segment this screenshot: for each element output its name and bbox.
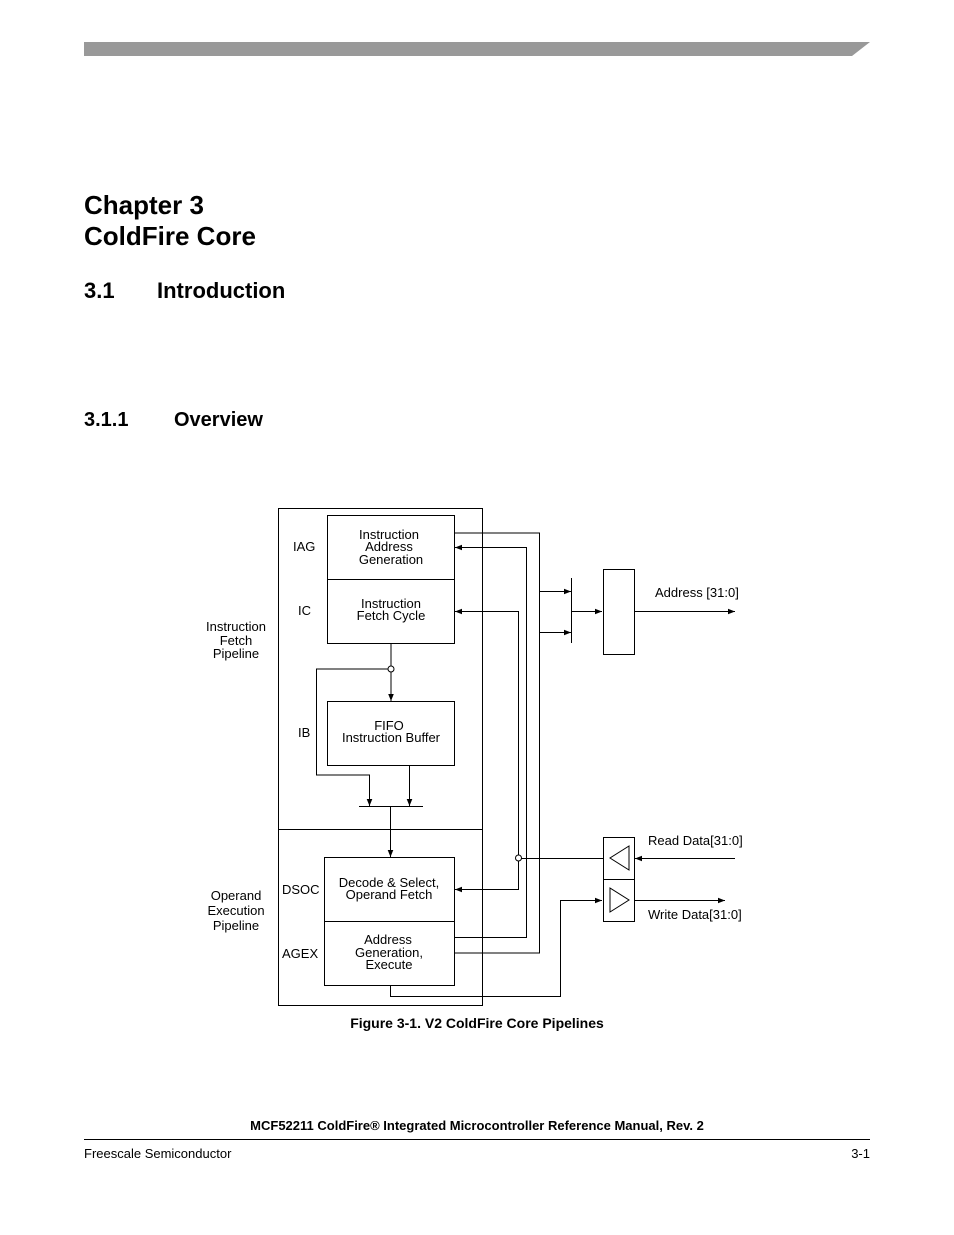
group-label-operand-3: Pipeline — [213, 918, 259, 933]
address-bus-label: Address [31:0] — [655, 585, 739, 600]
agex-block-text-3: Execute — [366, 957, 413, 972]
read-data-label: Read Data[31:0] — [648, 833, 743, 848]
write-buffer — [603, 879, 635, 922]
subsection-number: 3.1.1 — [84, 409, 129, 431]
footer-publisher: Freescale Semiconductor — [84, 1146, 232, 1161]
operand-execution-pipeline-box — [278, 829, 483, 1006]
group-label-fetch-3: Pipeline — [213, 646, 259, 661]
chapter-number: Chapter 3 — [84, 190, 204, 220]
ib-block-text-1: FIFO — [374, 718, 404, 733]
read-buffer — [603, 837, 635, 880]
group-label-operand-1: Operand — [211, 888, 262, 903]
subsection-title: Overview — [174, 409, 263, 431]
chapter-name: ColdFire Core — [84, 221, 256, 251]
dsoc-block-text-2: Operand Fetch — [346, 887, 433, 902]
stage-agex-label: AGEX — [282, 946, 318, 961]
write-data-label: Write Data[31:0] — [648, 907, 742, 922]
write-buffer-triangle-icon — [609, 887, 630, 913]
stage-dsoc-label: DSOC — [282, 882, 320, 897]
ib-block-text-2: Instruction Buffer — [342, 730, 441, 745]
header-bar — [84, 42, 870, 56]
iag-block-text-1: Instruction — [359, 527, 419, 542]
agex-block-text-2: Generation, — [355, 945, 423, 960]
read-buffer-triangle-icon — [609, 845, 630, 871]
stage-ib-label: IB — [298, 725, 310, 740]
agex-block-text-1: Address — [364, 932, 412, 947]
footer-manual-title: MCF52211 ColdFire® Integrated Microcontr… — [250, 1118, 704, 1133]
stage-iag-label: IAG — [293, 539, 315, 554]
dsoc-block-text-1: Decode & Select, — [339, 875, 439, 890]
iag-block-text-2: Address — [365, 539, 413, 554]
footer-page-number: 3-1 — [851, 1146, 870, 1161]
ic-block-text-1: Instruction — [361, 596, 421, 611]
section-number: 3.1 — [84, 278, 115, 303]
chapter-title: Chapter 3 ColdFire Core — [84, 190, 256, 252]
ib-block — [327, 701, 455, 766]
group-label-fetch-1: Instruction — [206, 619, 266, 634]
address-register — [603, 569, 635, 655]
stage-ic-label: IC — [298, 603, 311, 618]
ic-block-text-2: Fetch Cycle — [357, 608, 426, 623]
group-label-operand-2: Execution — [207, 903, 264, 918]
iag-block-text-3: Generation — [359, 552, 423, 567]
figure-caption: Figure 3-1. V2 ColdFire Core Pipelines — [350, 1015, 604, 1031]
footer-divider — [84, 1139, 870, 1140]
section-title: Introduction — [157, 278, 286, 303]
group-label-fetch-2: Fetch — [220, 633, 253, 648]
